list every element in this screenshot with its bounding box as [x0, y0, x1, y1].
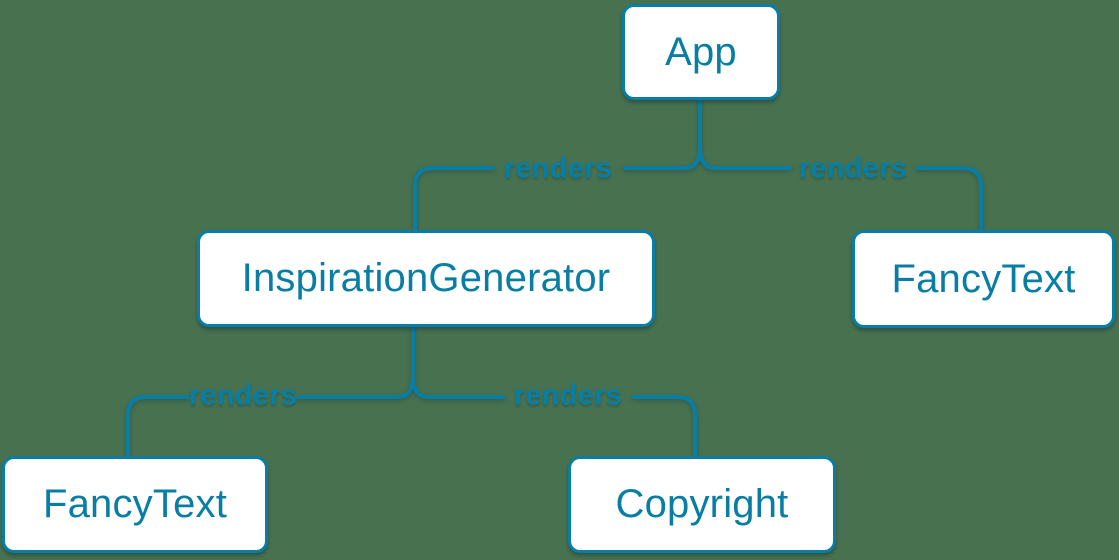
node-copyright: Copyright	[568, 456, 836, 553]
node-fancy-text-right: FancyText	[852, 230, 1115, 328]
node-fancy-text-bottom: FancyText	[2, 456, 268, 553]
node-app: App	[622, 4, 780, 100]
edge-label-app-inspirationgenerator: renders	[503, 152, 613, 185]
node-inspiration-generator: InspirationGenerator	[197, 230, 655, 327]
node-app-label: App	[665, 29, 737, 74]
node-copyright-label: Copyright	[615, 482, 789, 526]
node-fancy-text-bottom-label: FancyText	[42, 482, 228, 526]
edge-label-inspirationgenerator-copyright: renders	[513, 379, 623, 412]
edge-label-app-fancytext: renders	[798, 152, 908, 185]
node-fancy-text-right-label: FancyText	[891, 256, 1076, 301]
edge-inspirationgenerator-to-copyright	[411, 375, 697, 458]
node-inspiration-generator-label: InspirationGenerator	[241, 256, 611, 300]
edge-label-inspirationgenerator-fancytext: renders	[188, 379, 298, 412]
edge-app-to-fancytext	[698, 146, 983, 232]
